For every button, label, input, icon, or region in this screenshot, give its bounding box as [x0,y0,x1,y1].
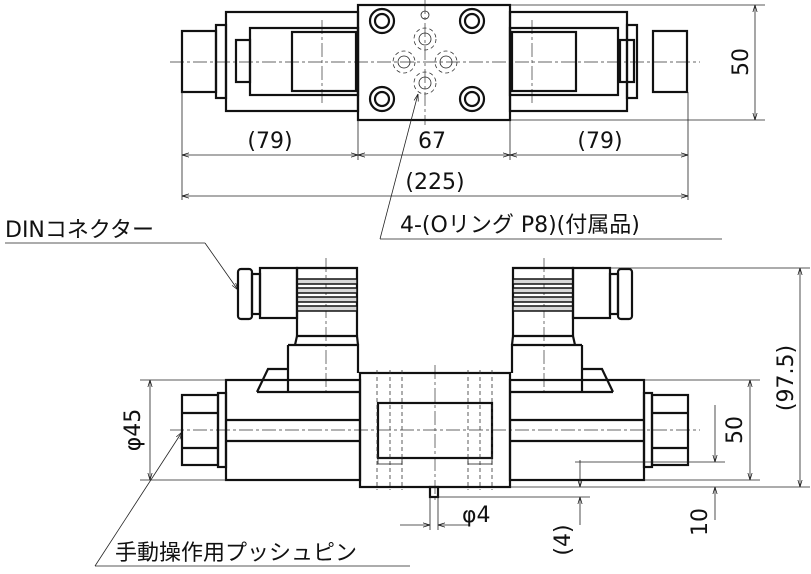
dim-top-height: 50 [729,48,754,76]
right-solenoid-side [508,378,646,482]
side-view: (97.5) 50 10 (4) φ4 φ45 DINコネクター 手動操作用プッ… [5,218,810,567]
push-pin-label: 手動操作用プッシュピン [115,541,357,566]
dim-pin-height: (4) [551,524,576,555]
dim-left-length: (79) [247,129,292,154]
right-din-connector [511,266,634,336]
din-connector-label: DINコネクター [5,218,154,243]
push-pin [428,485,440,499]
o-ring-ports [392,10,458,95]
center-block [356,3,512,122]
top-view: (79) 67 (79) (225) 50 4-(Oリング P8)(付属品) [170,0,765,240]
o-ring-label: 4-(Oリング P8)(付属品) [400,213,640,238]
dim-cap-diameter: φ45 [121,409,146,452]
center-window [376,401,494,460]
dim-total-length: (225) [405,170,464,195]
dim-pin-diameter: φ4 [462,503,491,528]
dim-bottom-offset: 10 [688,508,713,536]
dim-center-length: 67 [418,129,446,154]
dim-body-height: 50 [723,416,748,444]
left-din-connector [236,266,359,336]
bolt-holes [368,7,486,113]
right-cap [651,29,689,94]
dim-right-length: (79) [577,129,622,154]
dim-total-height: (97.5) [774,345,799,411]
right-solenoid [508,10,629,113]
left-cap [180,29,218,94]
